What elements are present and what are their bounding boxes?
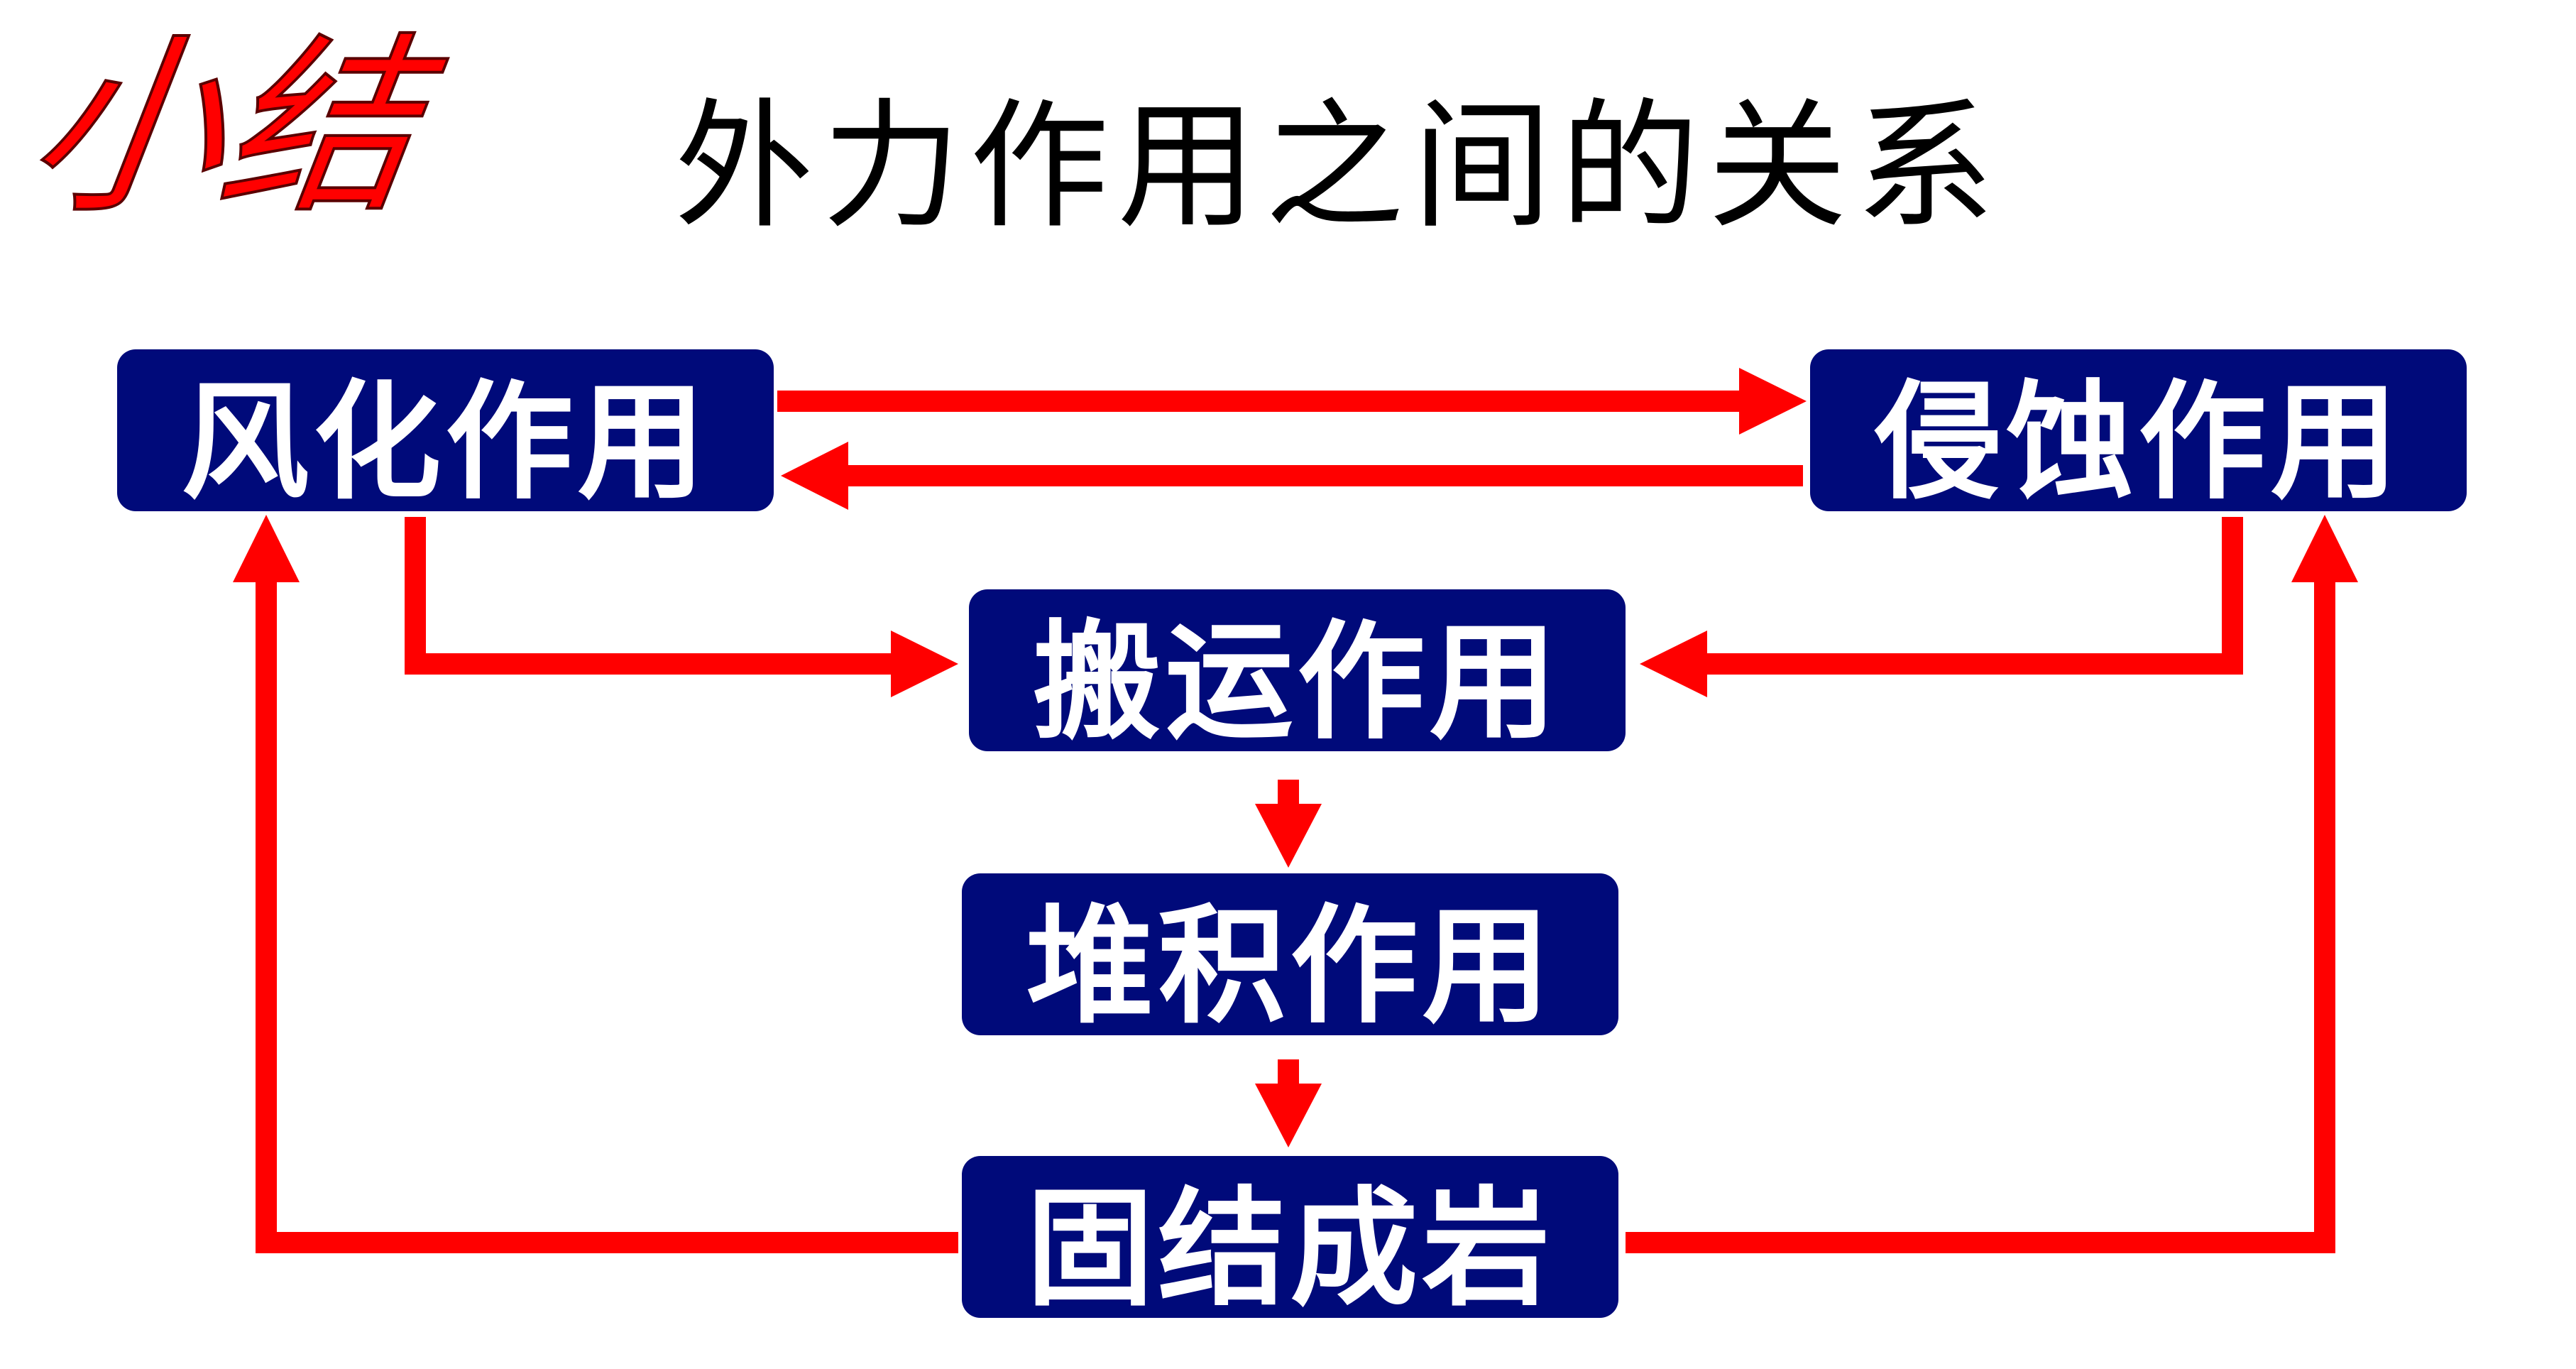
arrow-lithification-to-weathering <box>233 515 958 1253</box>
arrow-weathering-to-transport <box>405 517 958 697</box>
arrow-weathering-to-erosion <box>777 368 1807 435</box>
arrow-deposition-to-lithification <box>1255 1059 1322 1147</box>
node-lithification: 固结成岩 <box>962 1156 1618 1324</box>
arrow-lithification-to-erosion <box>1626 515 2358 1253</box>
arrow-erosion-to-weathering <box>781 442 1803 510</box>
node-transport: 搬运作用 <box>969 589 1626 757</box>
arrow-transport-to-deposition <box>1255 780 1322 868</box>
node-erosion: 侵蚀作用 <box>1810 349 2467 517</box>
node-weathering: 风化作用 <box>117 349 774 517</box>
arrow-erosion-to-transport <box>1640 517 2243 697</box>
node-deposition: 堆积作用 <box>962 873 1618 1041</box>
page-title: 外力作用之间的关系 <box>674 86 2004 248</box>
